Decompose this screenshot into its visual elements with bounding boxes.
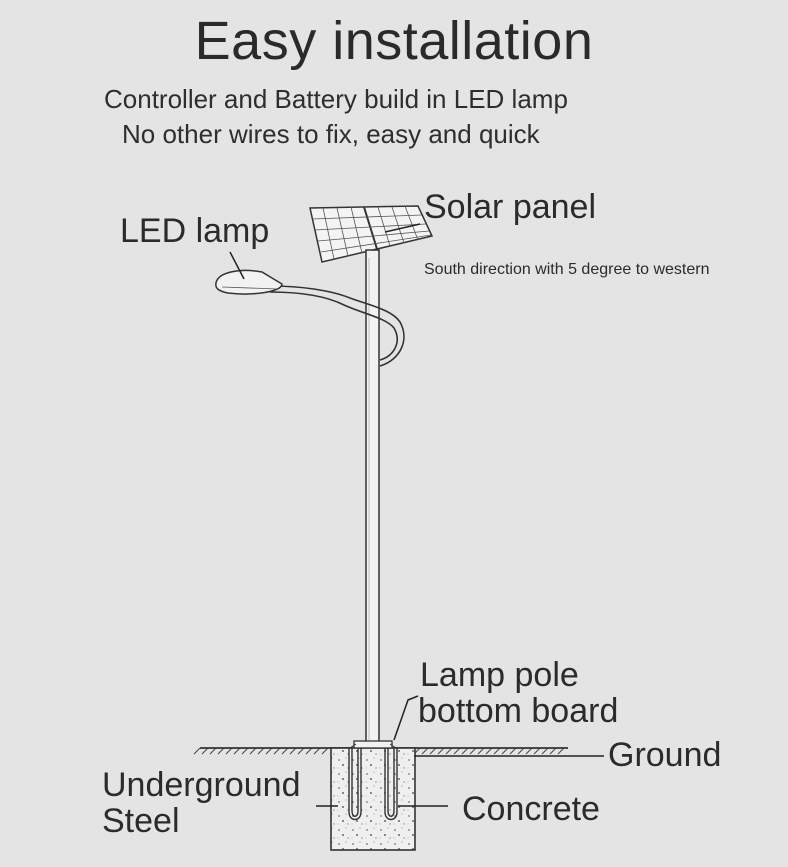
label-lamp-pole-line2: bottom board	[418, 692, 619, 730]
label-underground-line1: Underground	[102, 766, 301, 804]
subtitle-line-2: No other wires to fix, easy and quick	[122, 119, 540, 149]
label-lamp-pole-line1: Lamp pole	[420, 656, 579, 694]
underground-steel	[348, 748, 398, 821]
solar-panel	[309, 205, 434, 263]
label-concrete: Concrete	[462, 790, 600, 828]
lamp-arm	[269, 285, 405, 367]
led-lamp-head	[215, 269, 283, 295]
leader-lines	[229, 223, 604, 807]
pole-bottom-board	[349, 740, 397, 749]
lamp-pole	[365, 249, 380, 751]
concrete-foundation	[330, 747, 416, 851]
page-title: Easy installation	[194, 11, 594, 71]
label-solar-panel: Solar panel	[424, 188, 597, 226]
label-solar-direction: South direction with 5 degree to western	[424, 261, 710, 278]
label-led-lamp: LED lamp	[120, 212, 270, 250]
subtitle-line-1: Controller and Battery build in LED lamp	[104, 84, 568, 114]
label-underground-line2: Steel	[102, 802, 180, 840]
label-ground: Ground	[608, 736, 722, 774]
